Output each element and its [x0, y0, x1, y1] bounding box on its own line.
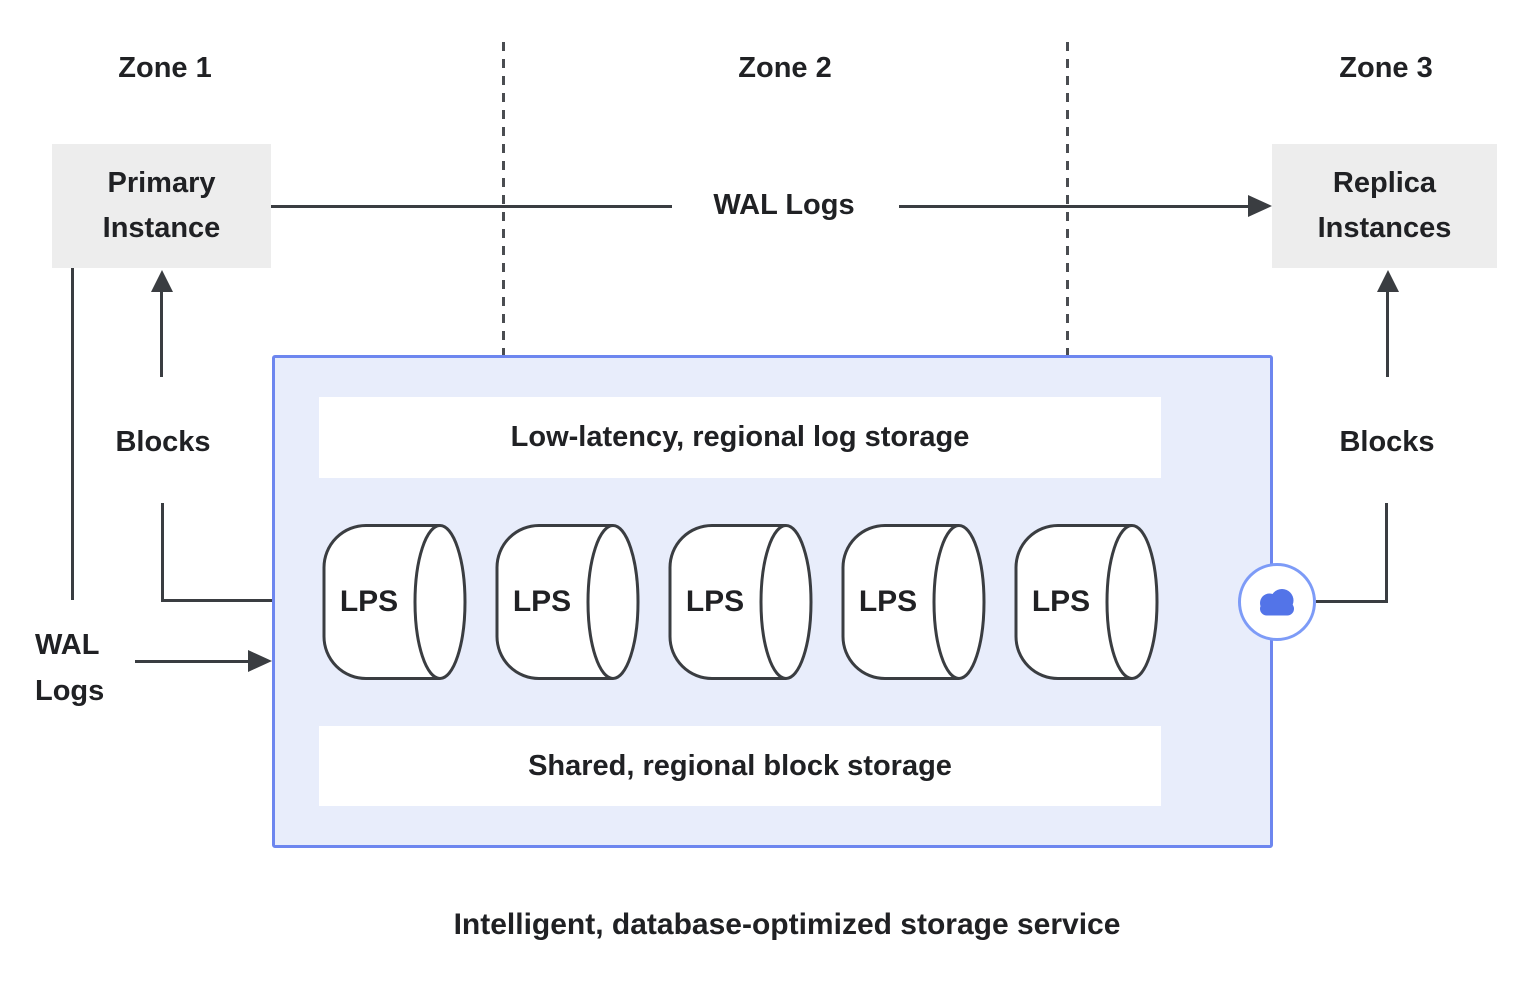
lps-label: LPS [1031, 585, 1091, 618]
primary-instance-node: Primary Instance [52, 144, 271, 268]
cylinder-icon [841, 524, 986, 680]
wal-top-line-left-segment [271, 205, 672, 208]
lps-cylinder: LPS [839, 523, 987, 681]
wal-left-arrow-line [135, 660, 249, 663]
cylinder-icon [1014, 524, 1159, 680]
lps-label: LPS [339, 585, 399, 618]
primary-instance-label: Primary Instance [102, 167, 221, 244]
zone-divider-2 [1066, 42, 1069, 355]
zone-3-label: Zone 3 [1339, 52, 1433, 84]
lps-cylinder: LPS [1012, 523, 1160, 681]
block-storage-bar: Shared, regional block storage [319, 726, 1161, 806]
cylinder-icon [322, 524, 467, 680]
block-storage-label: Shared, regional block storage [528, 749, 952, 782]
diagram-caption: Intelligent, database-optimized storage … [453, 908, 1121, 941]
zone-2-label: Zone 2 [738, 52, 832, 84]
cloud-icon [1260, 589, 1294, 616]
cylinder-icon [668, 524, 813, 680]
cylinder-icon [495, 524, 640, 680]
blocks-left-label: Blocks [115, 426, 211, 458]
cloud-badge [1238, 563, 1316, 641]
wal-left-arrowhead-icon [248, 650, 272, 672]
wal-top-label: WAL Logs [713, 189, 855, 221]
lps-cylinder: LPS [320, 523, 468, 681]
blocks-left-arrowhead-icon [151, 270, 173, 292]
wal-left-line-down [71, 268, 74, 600]
replica-instances-node: Replica Instances [1272, 144, 1497, 268]
zone-1-label: Zone 1 [118, 52, 212, 84]
zone-divider-1 [502, 42, 505, 355]
lps-cylinder: LPS [666, 523, 814, 681]
wal-top-line-right-segment [899, 205, 1249, 208]
log-storage-label: Low-latency, regional log storage [510, 421, 970, 453]
replica-instances-label: Replica Instances [1317, 167, 1452, 244]
blocks-right-label: Blocks [1339, 426, 1435, 458]
blocks-right-elbow-connector [1316, 503, 1388, 603]
blocks-left-elbow-connector [161, 503, 272, 602]
blocks-right-line-upper [1386, 290, 1389, 377]
lps-label: LPS [685, 585, 745, 618]
lps-cylinder: LPS [493, 523, 641, 681]
blocks-left-line-upper [160, 290, 163, 377]
wal-top-arrowhead-icon [1248, 195, 1272, 217]
lps-label: LPS [858, 585, 918, 618]
blocks-right-arrowhead-icon [1377, 270, 1399, 292]
wal-left-label: WAL Logs [35, 629, 105, 707]
lps-label: LPS [512, 585, 572, 618]
log-storage-bar: Low-latency, regional log storage [319, 397, 1161, 478]
